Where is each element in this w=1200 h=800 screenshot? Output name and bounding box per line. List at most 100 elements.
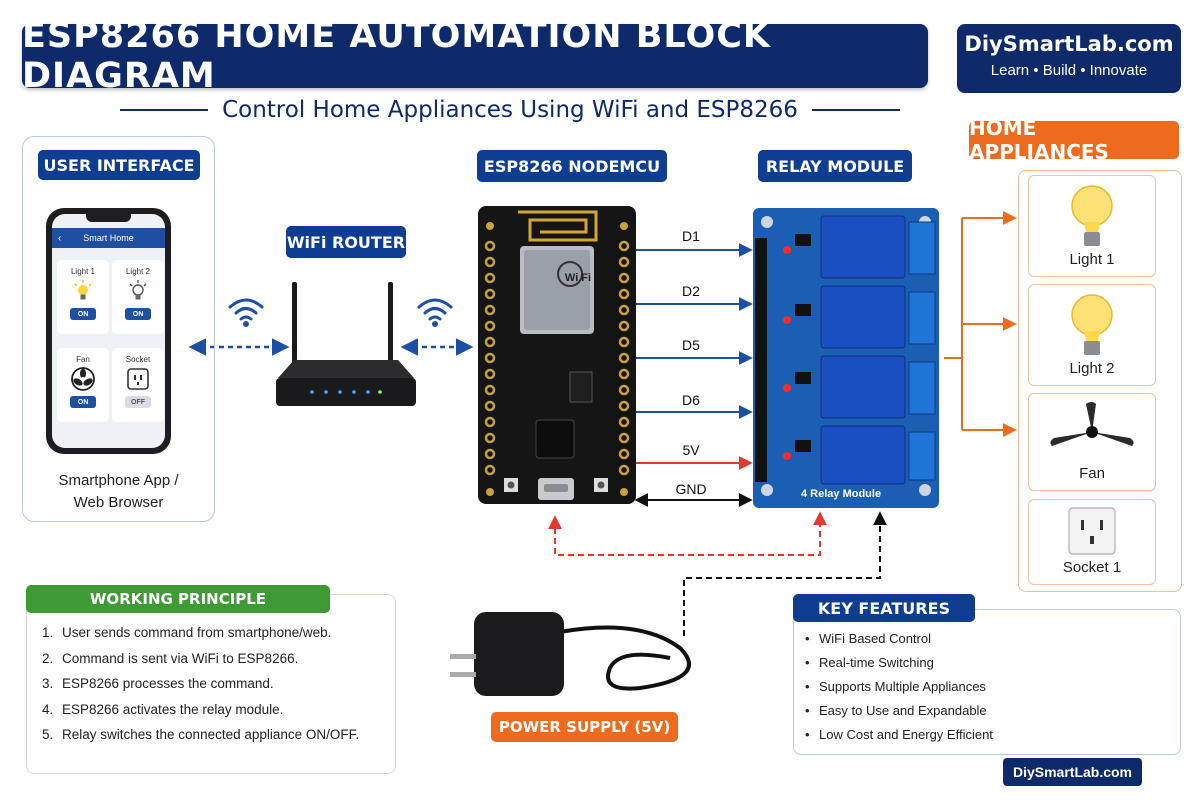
pin-label-d2: D2 — [682, 283, 700, 299]
header-pin — [618, 256, 630, 268]
tile-name: Fan — [76, 355, 90, 364]
lightbulb-on-icon — [1071, 294, 1113, 355]
list-item: • Low Cost and Energy Efficient — [805, 727, 1165, 751]
step-text: User sends command from smartphone/web. — [62, 625, 332, 640]
feature-text: Supports Multiple Appliances — [819, 679, 986, 694]
wifi-chip-text: Wi Fi — [564, 272, 592, 284]
header-pin — [484, 272, 496, 284]
router-icon — [276, 282, 416, 406]
key-features-label: KEY FEATURES — [793, 594, 975, 622]
smartphone: ‹ Smart Home Light 1 ON Light 2 ON Fan O… — [46, 208, 171, 454]
bullet-icon: • — [805, 727, 810, 742]
header-pin — [484, 240, 496, 252]
header-pin — [618, 240, 630, 252]
bullet-icon: • — [805, 703, 810, 718]
working-principle-list: 1. User sends command from smartphone/web… — [42, 625, 392, 753]
header-pin — [618, 432, 630, 444]
header-pin — [618, 400, 630, 412]
header-pin — [484, 432, 496, 444]
brand-name: DiySmartLab.com — [964, 32, 1174, 56]
header-pin — [618, 448, 630, 460]
relay-label: RELAY MODULE — [758, 150, 912, 182]
lightbulb-icon — [112, 276, 164, 306]
tile-light-2[interactable]: Light 2 ON — [112, 260, 164, 334]
toggle-button[interactable]: ON — [70, 308, 96, 320]
step-number: 2. — [42, 650, 54, 666]
appliance-light-1: Light 1 — [1028, 175, 1156, 277]
fan-icon — [57, 364, 109, 394]
step-text: ESP8266 activates the relay module. — [62, 701, 284, 717]
title-banner: ESP8266 HOME AUTOMATION BLOCK DIAGRAM — [22, 16, 928, 96]
header-pin — [484, 288, 496, 300]
relay-board-graphic — [755, 215, 936, 496]
step-number: 5. — [42, 727, 54, 742]
key-features-panel — [793, 609, 1181, 755]
tile-light-1[interactable]: Light 1 ON — [57, 260, 109, 334]
feature-text: WiFi Based Control — [819, 631, 931, 646]
appliance-light-2: Light 2 — [1028, 284, 1156, 386]
appliances-frame: Light 1 Light 2 Fan Socket 1 — [1018, 170, 1182, 592]
list-item: •Easy to Use and Expandable — [805, 703, 1165, 727]
toggle-button[interactable]: OFF — [125, 396, 151, 408]
user-interface-panel — [22, 136, 215, 522]
power-black-line — [683, 511, 887, 636]
wall-socket-icon — [1068, 507, 1116, 555]
list-item: 3.ESP8266 processes the command. — [42, 676, 392, 702]
phone-notch — [86, 214, 131, 222]
list-item: 1. User sends command from smartphone/web… — [42, 625, 392, 651]
appliance-name: Fan — [1079, 465, 1105, 482]
tile-fan[interactable]: Fan ON — [57, 348, 109, 422]
header-pin — [484, 336, 496, 348]
list-item: • Supports Multiple Appliances — [805, 679, 1165, 703]
power-adapter-icon — [450, 612, 691, 696]
ui-caption-line-1: Smartphone App / — [58, 472, 179, 489]
toggle-button[interactable]: ON — [125, 308, 151, 320]
list-item: 2.Command is sent via WiFi to ESP8266. — [42, 651, 392, 677]
header-pin — [484, 304, 496, 316]
tile-name: Light 2 — [125, 267, 151, 276]
brand-box: DiySmartLab.com Learn • Build • Innovate — [957, 24, 1181, 93]
header-pin — [484, 368, 496, 380]
appliance-fan: Fan — [1028, 393, 1156, 491]
list-item: •Real-time Switching — [805, 655, 1165, 679]
tile-socket[interactable]: Socket OFF — [112, 348, 164, 422]
brand-tagline: Learn • Build • Innovate — [990, 62, 1148, 79]
relay-module-board: 4 Relay Module — [753, 208, 939, 508]
esp8266-board: Wi Fi — [478, 206, 636, 504]
list-item: 4.ESP8266 activates the relay module. — [42, 702, 392, 728]
socket-icon — [112, 364, 164, 394]
ceiling-fan-icon — [1050, 402, 1134, 446]
header-pin — [484, 320, 496, 332]
appliance-name: Light 1 — [1069, 251, 1115, 268]
header-pin — [484, 400, 496, 412]
tile-name: Light 1 — [70, 267, 96, 276]
back-icon[interactable]: ‹ — [58, 232, 62, 244]
appliance-name: Light 2 — [1069, 360, 1115, 377]
bullet-icon: • — [805, 631, 810, 646]
wifi-icon — [228, 298, 264, 327]
tile-name: Socket — [125, 355, 151, 364]
header-pin — [484, 256, 496, 268]
toggle-button[interactable]: ON — [70, 396, 96, 408]
ui-caption: Smartphone App / Web Browser — [22, 470, 215, 514]
subtitle-rule-left — [120, 109, 209, 111]
header-pin — [484, 384, 496, 396]
lightbulb-on-icon — [57, 276, 109, 306]
wifi-icon — [417, 298, 453, 327]
step-number: 1. — [42, 625, 54, 640]
power-supply-label: POWER SUPPLY (5V) — [491, 712, 678, 742]
esp-label: ESP8266 NODEMCU — [477, 150, 667, 182]
feature-text: Low Cost and Energy Efficient — [819, 727, 993, 742]
subtitle-row: Control Home Appliances Using WiFi and E… — [120, 96, 901, 124]
header-pin — [618, 336, 630, 348]
header-pin — [618, 320, 630, 332]
router-label: WiFi ROUTER — [286, 226, 406, 258]
header-pin — [618, 352, 630, 364]
header-pin — [484, 464, 496, 476]
list-item: • WiFi Based Control — [805, 631, 1165, 655]
pin-label-5v: 5V — [682, 442, 700, 458]
key-features-list: • WiFi Based Control •Real-time Switching… — [805, 631, 1165, 751]
bullet-icon: • — [805, 679, 810, 694]
header-pin — [618, 272, 630, 284]
